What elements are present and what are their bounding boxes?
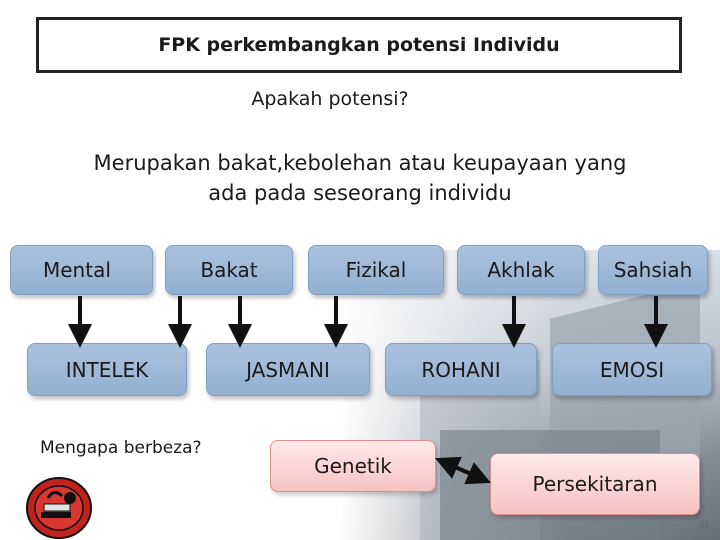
box-akhlak: Akhlak <box>457 245 585 295</box>
definition: Merupakan bakat,kebolehan atau keupayaan… <box>60 148 660 208</box>
box-emosi: EMOSI <box>552 343 712 396</box>
box-jasmani-label: JASMANI <box>246 357 330 382</box>
box-bakat: Bakat <box>165 245 293 295</box>
box-akhlak-label: Akhlak <box>487 258 555 282</box>
box-intelek-label: INTELEK <box>65 357 149 382</box>
box-genetik: Genetik <box>270 440 436 492</box>
box-genetik-label: Genetik <box>314 454 392 478</box>
definition-line-1: Merupakan bakat,kebolehan atau keupayaan… <box>93 151 627 175</box>
box-fizikal: Fizikal <box>308 245 444 295</box>
box-persekitaran: Persekitaran <box>490 453 700 515</box>
box-bakat-label: Bakat <box>200 258 258 282</box>
definition-line-2: ada pada seseorang individu <box>208 181 512 205</box>
box-jasmani: JASMANI <box>206 343 370 396</box>
arrow-genetik-persekitaran <box>435 456 491 485</box>
box-rohani-label: ROHANI <box>421 357 501 382</box>
box-emosi-label: EMOSI <box>599 357 665 382</box>
box-intelek: INTELEK <box>27 343 187 396</box>
box-mental-label: Mental <box>43 258 111 282</box>
box-sahsiah-label: Sahsiah <box>613 258 693 282</box>
school-crest-logo <box>26 477 92 539</box>
box-rohani: ROHANI <box>385 343 537 396</box>
title-text: FPK perkembangkan potensi Individu <box>158 34 560 56</box>
corner-watermark: ☊ <box>700 520 709 531</box>
question-text: Mengapa berbeza? <box>40 438 202 458</box>
box-mental: Mental <box>10 245 153 295</box>
box-persekitaran-label: Persekitaran <box>532 472 658 496</box>
box-fizikal-label: Fizikal <box>345 258 407 282</box>
subtitle: Apakah potensi? <box>251 88 409 110</box>
title-box: FPK perkembangkan potensi Individu <box>36 17 682 73</box>
box-sahsiah: Sahsiah <box>598 245 708 295</box>
